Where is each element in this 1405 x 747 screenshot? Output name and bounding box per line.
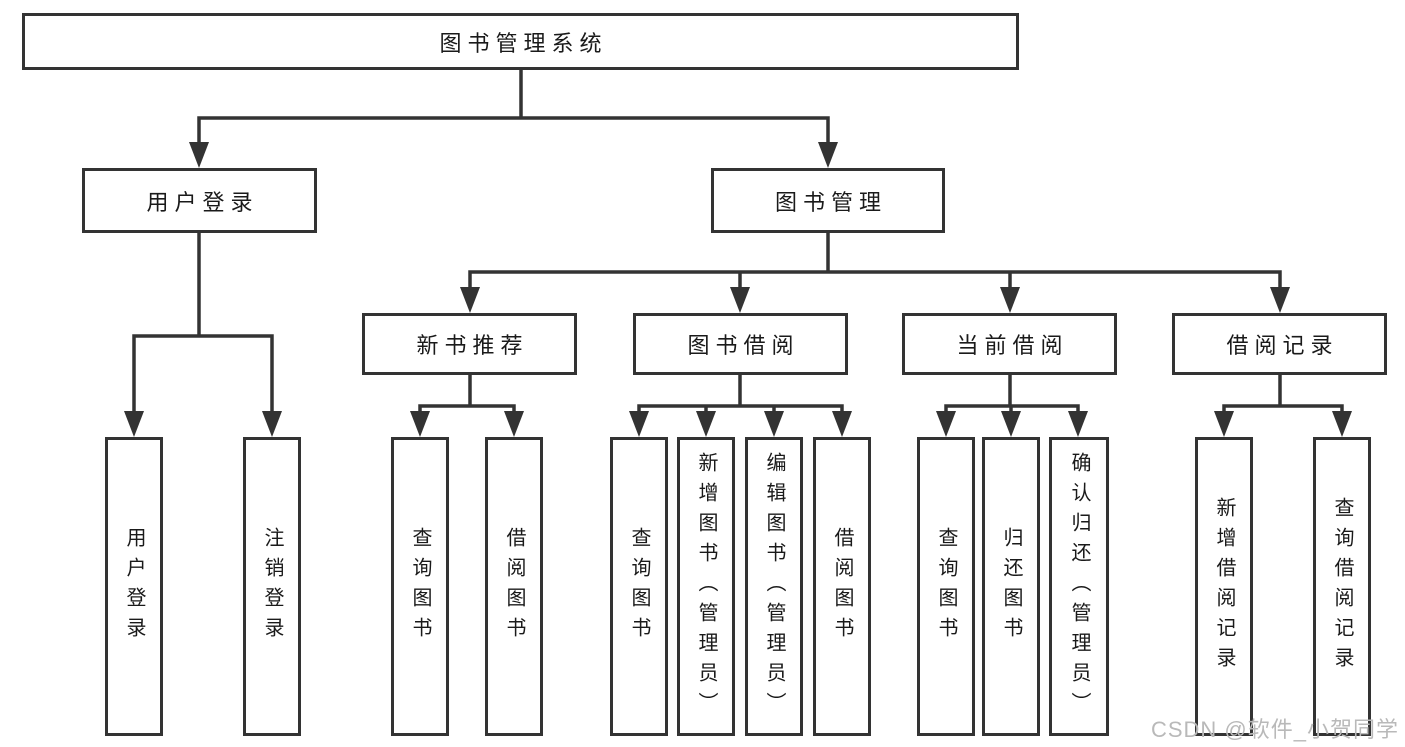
connector-user-login-to-leaves <box>132 231 274 417</box>
leaf-return-books-label: 归还图书 <box>1000 526 1022 647</box>
leaf-add-borrow-record: 新增借阅记录 <box>1195 437 1253 736</box>
connector-book-borrow-arrowheads <box>629 411 852 437</box>
leaf-confirm-return-admin-label: 确认归还（管理员） <box>1068 451 1090 722</box>
leaf-logout-login: 注销登录 <box>243 437 301 736</box>
node-borrow-records: 借阅记录 <box>1172 313 1387 375</box>
node-book-management: 图书管理 <box>711 168 945 233</box>
connector-book-borrow-to-leaves <box>637 373 844 415</box>
connector-book-mgmt-to-level3 <box>468 231 1282 291</box>
leaf-user-login-label: 用户登录 <box>123 526 145 647</box>
leaf-query-books-current: 查询图书 <box>917 437 975 736</box>
leaf-add-books-admin: 新增图书（管理员） <box>677 437 735 736</box>
node-new-book-recommend-label: 新书推荐 <box>416 333 529 358</box>
connector-new-book-rec-to-leaves <box>418 373 516 415</box>
leaf-logout-login-label: 注销登录 <box>261 526 283 647</box>
leaf-confirm-return-admin: 确认归还（管理员） <box>1049 437 1109 736</box>
node-user-login-label: 用户登录 <box>146 189 259 215</box>
leaf-query-books-recommend: 查询图书 <box>391 437 449 736</box>
connector-current-borrow-arrowheads <box>936 411 1088 437</box>
node-user-login: 用户登录 <box>82 168 317 233</box>
leaf-query-books-borrow-label: 查询图书 <box>628 526 650 647</box>
node-book-management-label: 图书管理 <box>774 189 887 215</box>
node-current-borrow: 当前借阅 <box>902 313 1117 375</box>
connector-book-mgmt-arrowheads <box>460 287 1290 313</box>
watermark: CSDN @软件_小贺同学 <box>1150 717 1399 742</box>
node-root-system: 图书管理系统 <box>22 13 1019 70</box>
leaf-query-books-current-label: 查询图书 <box>935 526 957 647</box>
leaf-query-books-recommend-label: 查询图书 <box>409 526 431 647</box>
leaf-add-books-admin-label: 新增图书（管理员） <box>695 451 717 722</box>
leaf-borrow-books-recommend-label: 借阅图书 <box>503 526 525 647</box>
connector-new-book-rec-arrowheads <box>410 411 524 437</box>
leaf-add-borrow-record-label: 新增借阅记录 <box>1213 496 1235 677</box>
leaf-borrow-books-label: 借阅图书 <box>831 526 853 647</box>
node-borrow-records-label: 借阅记录 <box>1226 333 1339 358</box>
leaf-borrow-books-recommend: 借阅图书 <box>485 437 543 736</box>
node-book-borrow-label: 图书借阅 <box>687 333 800 358</box>
leaf-borrow-books: 借阅图书 <box>813 437 871 736</box>
leaf-edit-books-admin: 编辑图书（管理员） <box>745 437 803 736</box>
node-book-borrow: 图书借阅 <box>633 313 848 375</box>
leaf-query-borrow-record: 查询借阅记录 <box>1313 437 1371 736</box>
leaf-edit-books-admin-label: 编辑图书（管理员） <box>763 451 785 722</box>
leaf-query-books-borrow: 查询图书 <box>610 437 668 736</box>
connector-root-arrowheads <box>189 142 838 168</box>
connector-root-to-level2 <box>197 68 830 148</box>
connector-borrow-records-to-leaves <box>1222 373 1344 415</box>
node-new-book-recommend: 新书推荐 <box>362 313 577 375</box>
node-root-system-label: 图书管理系统 <box>439 30 608 56</box>
connector-user-login-arrowheads <box>124 411 282 437</box>
leaf-query-borrow-record-label: 查询借阅记录 <box>1331 496 1353 677</box>
leaf-user-login: 用户登录 <box>105 437 163 736</box>
connector-current-borrow-to-leaves <box>944 373 1080 415</box>
node-current-borrow-label: 当前借阅 <box>956 333 1069 358</box>
connector-borrow-records-arrowheads <box>1214 411 1352 437</box>
leaf-return-books: 归还图书 <box>982 437 1040 736</box>
